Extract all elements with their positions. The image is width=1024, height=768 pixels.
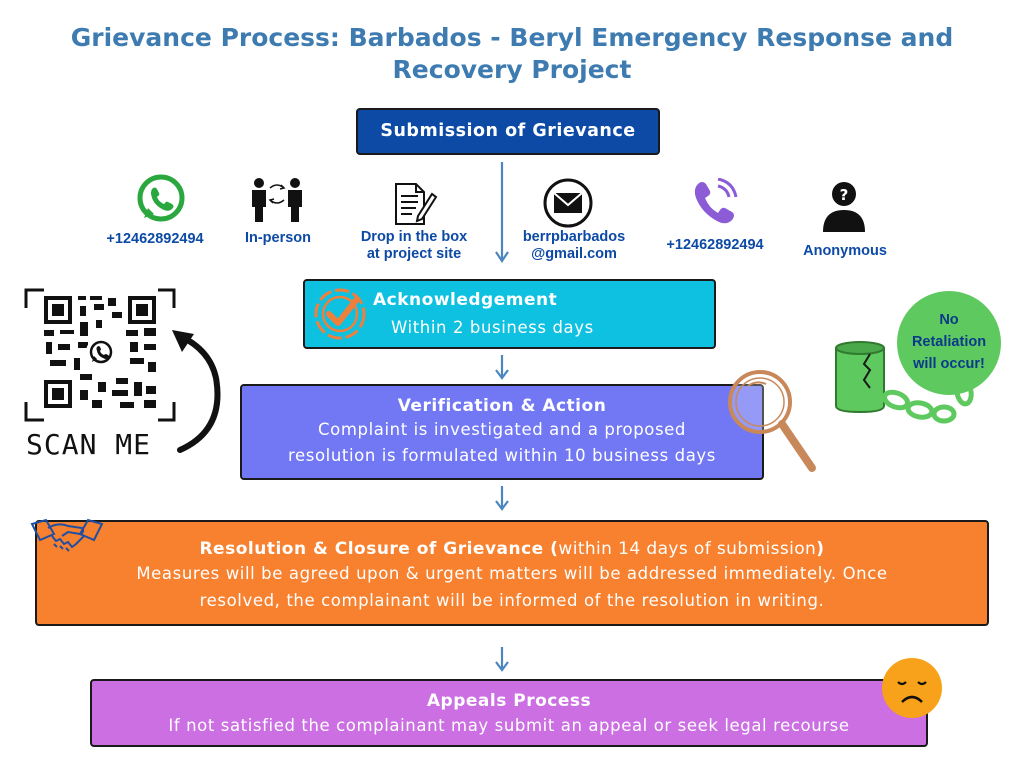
resolution-heading-main: Resolution & Closure of Grievance ( <box>199 539 559 559</box>
channel-email-label: berrpbarbados @gmail.com <box>508 229 640 263</box>
appeals-text: If not satisfied the complainant may sub… <box>168 716 850 735</box>
verification-box: Verification & Action Complaint is inves… <box>240 384 764 480</box>
scan-me-caption: SCAN ME <box>26 428 152 461</box>
resolution-heading-close: ) <box>816 539 825 559</box>
submission-down-arrow <box>495 162 509 263</box>
magnifying-glass-icon <box>728 370 816 472</box>
verification-line-2: resolution is formulated within 10 busin… <box>288 446 716 465</box>
acknowledgement-text: Within 2 business days <box>391 318 594 337</box>
channel-whatsapp-label: +12462892494 <box>106 231 204 247</box>
no-retaliation-line-3: will occur! <box>913 356 985 372</box>
arrow-to-appeals <box>495 647 509 672</box>
broken-chain-icon <box>835 341 974 424</box>
email-line-2: @gmail.com <box>531 246 617 262</box>
resolution-box: Resolution & Closure of Grievance (withi… <box>35 520 989 626</box>
svg-text:?: ? <box>840 186 849 204</box>
appeals-heading: Appeals Process <box>426 691 592 711</box>
acknowledgement-heading: Acknowledgement <box>373 290 558 310</box>
resolution-line-2: resolved, the complainant will be inform… <box>199 591 825 610</box>
verification-line-1: Complaint is investigated and a proposed <box>318 420 686 439</box>
qr-code[interactable] <box>22 286 182 426</box>
resolution-line-1: Measures will be agreed upon & urgent ma… <box>136 564 888 583</box>
phone-icon <box>694 178 738 224</box>
no-retaliation-badge: No Retaliation will occur! <box>897 291 1001 395</box>
in-person-icon <box>252 178 302 222</box>
sad-face-icon <box>882 658 942 718</box>
whatsapp-icon <box>137 174 185 222</box>
submission-label: Submission of Grievance <box>380 121 636 141</box>
drop-box-line-2: at project site <box>366 246 462 262</box>
email-line-1: berrpbarbados <box>522 229 626 245</box>
channel-phone-label: +12462892494 <box>666 237 764 253</box>
acknowledgement-box: Acknowledgement Within 2 business days <box>303 279 716 349</box>
arrow-to-verification <box>495 355 509 380</box>
anonymous-icon: ? <box>823 182 865 232</box>
title-line-1: Grievance Process: Barbados - Beryl Emer… <box>70 23 954 52</box>
drop-box-line-1: Drop in the box <box>360 229 468 245</box>
verification-heading: Verification & Action <box>397 396 607 416</box>
appeals-box: Appeals Process If not satisfied the com… <box>90 679 928 747</box>
page-title: Grievance Process: Barbados - Beryl Emer… <box>40 22 984 86</box>
channel-in-person-label: In-person <box>244 230 312 246</box>
handshake-icon <box>30 518 104 552</box>
email-icon <box>543 178 593 228</box>
checkmark-badge-icon <box>314 288 366 340</box>
title-line-2: Recovery Project <box>392 55 632 84</box>
no-retaliation-line-2: Retaliation <box>911 334 987 350</box>
no-retaliation-line-1: No <box>939 312 959 328</box>
resolution-heading: Resolution & Closure of Grievance (withi… <box>37 538 987 560</box>
arrow-to-resolution <box>495 486 509 511</box>
curved-arrow-icon <box>172 330 221 453</box>
channel-anonymous-label: Anonymous <box>803 243 887 259</box>
submission-box: Submission of Grievance <box>356 108 660 155</box>
resolution-heading-note: within 14 days of submission <box>558 539 817 559</box>
document-icon <box>395 183 438 225</box>
channel-drop-box-label: Drop in the box at project site <box>344 229 484 263</box>
